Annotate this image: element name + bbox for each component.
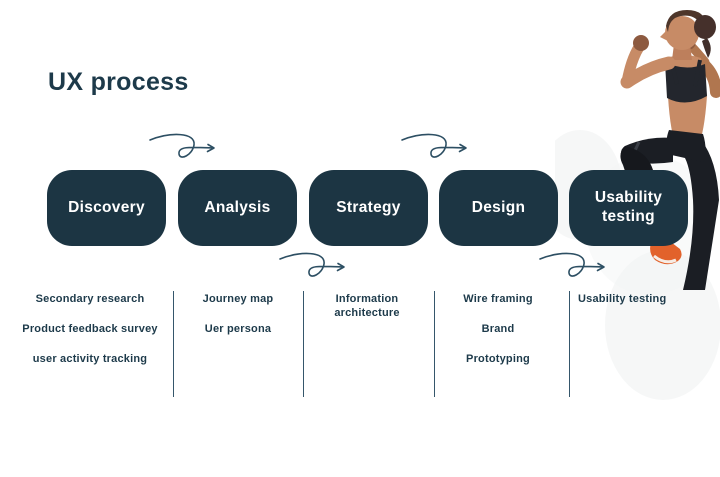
stage-activities-strategy: Information architecture [307, 292, 427, 336]
stage-box-discovery: Discovery [47, 170, 166, 246]
activity-item: Product feedback survey [22, 323, 158, 335]
stage-activities-discovery: Secondary research Product feedback surv… [15, 292, 165, 382]
stage-label: Strategy [336, 198, 401, 216]
stage-activities-design: Wire framing Brand Prototyping [437, 292, 559, 382]
activity-item: Prototyping [466, 353, 530, 365]
activity-item: Brand [481, 323, 515, 335]
activity-item: Journey map [202, 293, 274, 305]
stage-box-analysis: Analysis [178, 170, 297, 246]
activity-item: Secondary research [35, 293, 145, 305]
page-title: UX process [48, 68, 189, 96]
stage-box-usability-testing: Usability testing [569, 170, 688, 246]
stage-box-design: Design [439, 170, 558, 246]
curly-arrow-icon [401, 133, 467, 158]
stage-label: Discovery [68, 198, 145, 216]
stage-label: Design [471, 198, 526, 216]
stage-label: Analysis [204, 198, 271, 216]
column-divider [569, 291, 570, 397]
curly-arrow-icon [279, 252, 345, 277]
stage-activities-analysis: Journey map Uer persona [178, 292, 298, 352]
stage-label: Usability testing [594, 189, 663, 225]
activity-item: user activity tracking [32, 353, 148, 365]
column-divider [434, 291, 435, 397]
stage-box-strategy: Strategy [309, 170, 428, 246]
curly-arrow-icon [539, 252, 605, 277]
activity-item: Uer persona [204, 323, 272, 335]
column-divider [173, 291, 174, 397]
curly-arrow-icon [149, 133, 215, 158]
activity-item: Wire framing [463, 293, 533, 305]
column-divider [303, 291, 304, 397]
activity-item: Information architecture [334, 293, 400, 319]
activity-item: Usability testing [578, 293, 667, 305]
stage-activities-usability-testing: Usability testing [578, 292, 708, 322]
